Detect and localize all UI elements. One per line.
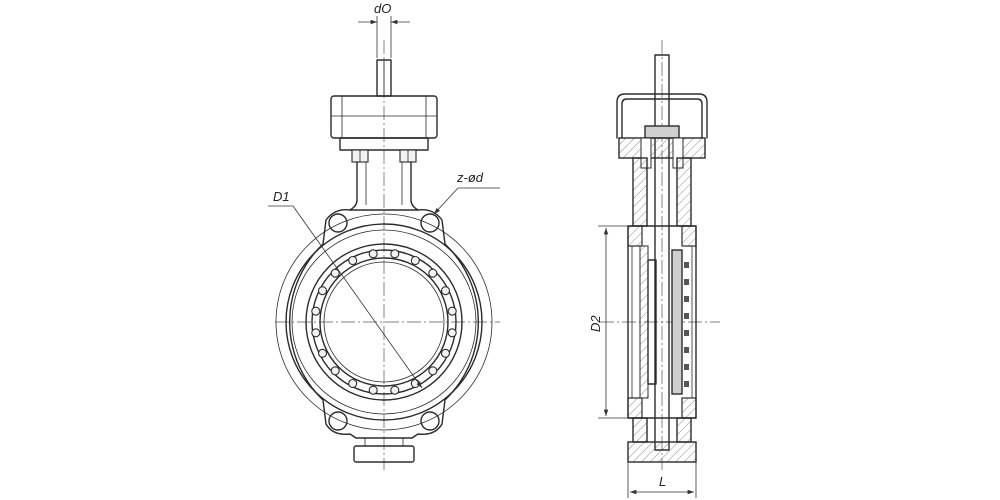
seat-bolt	[330, 268, 340, 278]
actuator-mount	[330, 95, 438, 163]
seat-bolt	[410, 255, 420, 266]
disc-bolts	[684, 262, 689, 387]
disc-bolt	[684, 330, 689, 336]
seat-bolt	[428, 268, 438, 278]
seat-bolt	[447, 306, 457, 316]
seat-bolt	[311, 306, 321, 316]
seat-bolt	[447, 328, 457, 338]
front-view: D1 z-ød dO	[268, 1, 500, 470]
disc-bolt	[684, 279, 689, 285]
side-neck	[632, 157, 692, 227]
seat-bolt	[428, 366, 438, 376]
stem-diameter-dimension	[358, 16, 410, 58]
seat-bolt	[368, 249, 378, 259]
disc-bolt	[684, 296, 689, 302]
valve-body	[275, 209, 493, 439]
bottom-boss	[353, 438, 415, 463]
side-view: D2 L	[588, 40, 720, 498]
seat-bolt	[390, 385, 400, 395]
d1-leader	[268, 205, 423, 389]
seat-bolt	[440, 348, 451, 358]
side-disc	[647, 249, 683, 395]
disc-bolt	[684, 347, 689, 353]
seat-bolt	[410, 378, 420, 389]
side-bracket	[616, 93, 708, 139]
bore-diameter-dimension	[598, 225, 628, 419]
disc-bolt	[684, 262, 689, 268]
side-base	[627, 417, 697, 463]
seat-bolt	[348, 255, 358, 266]
disc-bolt	[684, 313, 689, 319]
seat-bolt	[390, 249, 400, 259]
length-label: L	[659, 474, 666, 489]
length-dimension	[627, 462, 697, 498]
seat-bolt	[440, 286, 451, 296]
lug-holes	[328, 213, 440, 431]
bore-diameter-label: D2	[588, 315, 603, 332]
seat-bolt	[348, 378, 358, 389]
stem	[376, 59, 392, 97]
side-packing	[618, 125, 706, 169]
d1-label: D1	[273, 189, 290, 204]
stem-diameter-label: dO	[374, 1, 391, 16]
seat-bolt	[330, 366, 340, 376]
disc-bolt	[684, 381, 689, 387]
seat-bolt	[317, 348, 328, 358]
seat-bolt	[368, 385, 378, 395]
seat-bolt	[317, 286, 328, 296]
neck	[349, 161, 419, 211]
holes-label: z-ød	[456, 170, 484, 185]
seat-bolt	[311, 328, 321, 338]
holes-leader	[433, 187, 500, 215]
disc-bolt	[684, 364, 689, 370]
